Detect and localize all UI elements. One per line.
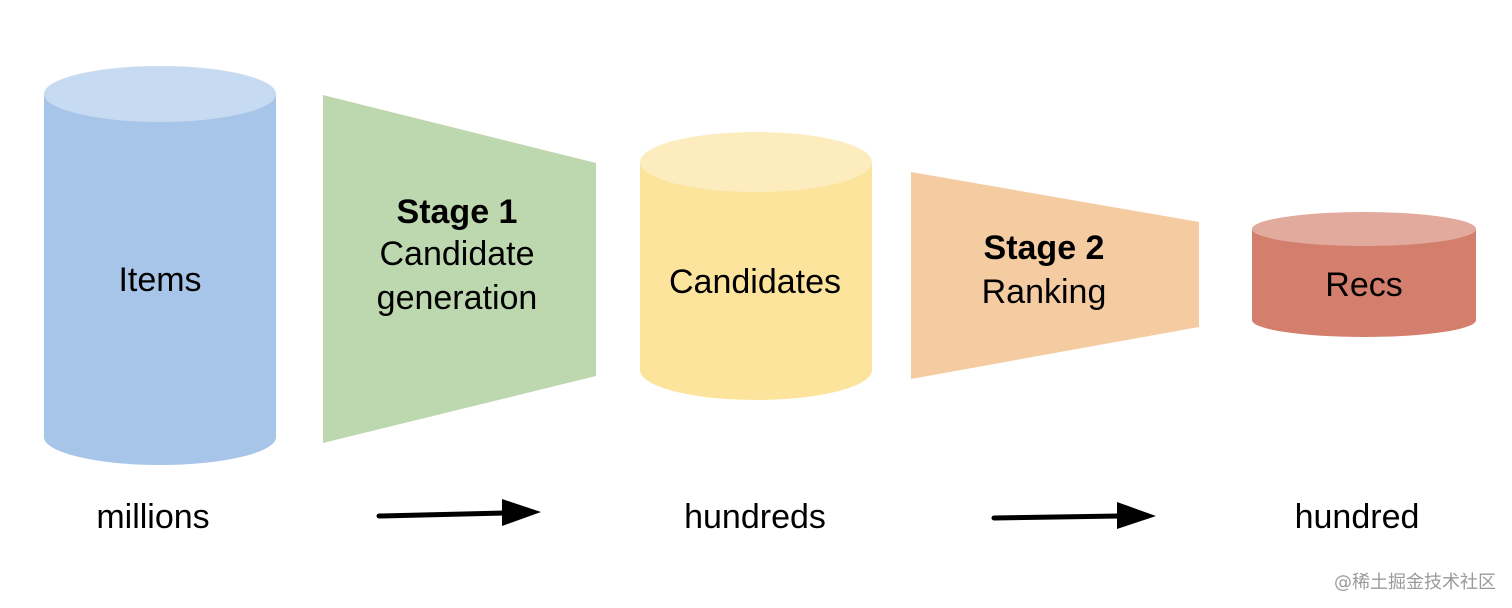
items-cylinder	[44, 66, 276, 465]
items-label: Items	[118, 261, 202, 299]
stage2-funnel	[911, 172, 1199, 379]
items-cylinder-top	[44, 66, 276, 122]
stage1-title: Stage 1	[396, 193, 518, 231]
recs-cylinder-top	[1252, 212, 1476, 246]
candidates-cylinder-body	[640, 162, 872, 400]
arrow-1	[376, 499, 541, 526]
candidates-cylinder-top	[640, 132, 872, 192]
arrow-2	[991, 502, 1156, 529]
recs-count: hundred	[1294, 498, 1420, 536]
arrow-1-shaft	[376, 510, 508, 519]
arrow-2-shaft	[991, 513, 1123, 521]
candidates-count: hundreds	[684, 498, 826, 536]
recs-cylinder-body	[1252, 229, 1476, 337]
recs-label: Recs	[1325, 266, 1403, 304]
arrow-2-head	[1117, 502, 1156, 529]
stage1-line2: generation	[376, 279, 538, 317]
candidates-cylinder	[640, 132, 872, 400]
items-count: millions	[96, 498, 210, 536]
items-cylinder-body	[44, 94, 276, 465]
candidates-label: Candidates	[668, 263, 842, 301]
stage2-line1: Ranking	[981, 273, 1107, 311]
watermark: @稀土掘金技术社区	[1334, 572, 1496, 593]
recs-cylinder	[1252, 212, 1476, 337]
stage1-line1: Candidate	[379, 235, 535, 273]
stage1-funnel	[323, 95, 596, 443]
stage2-title: Stage 2	[983, 229, 1105, 267]
arrow-1-head	[502, 499, 541, 526]
